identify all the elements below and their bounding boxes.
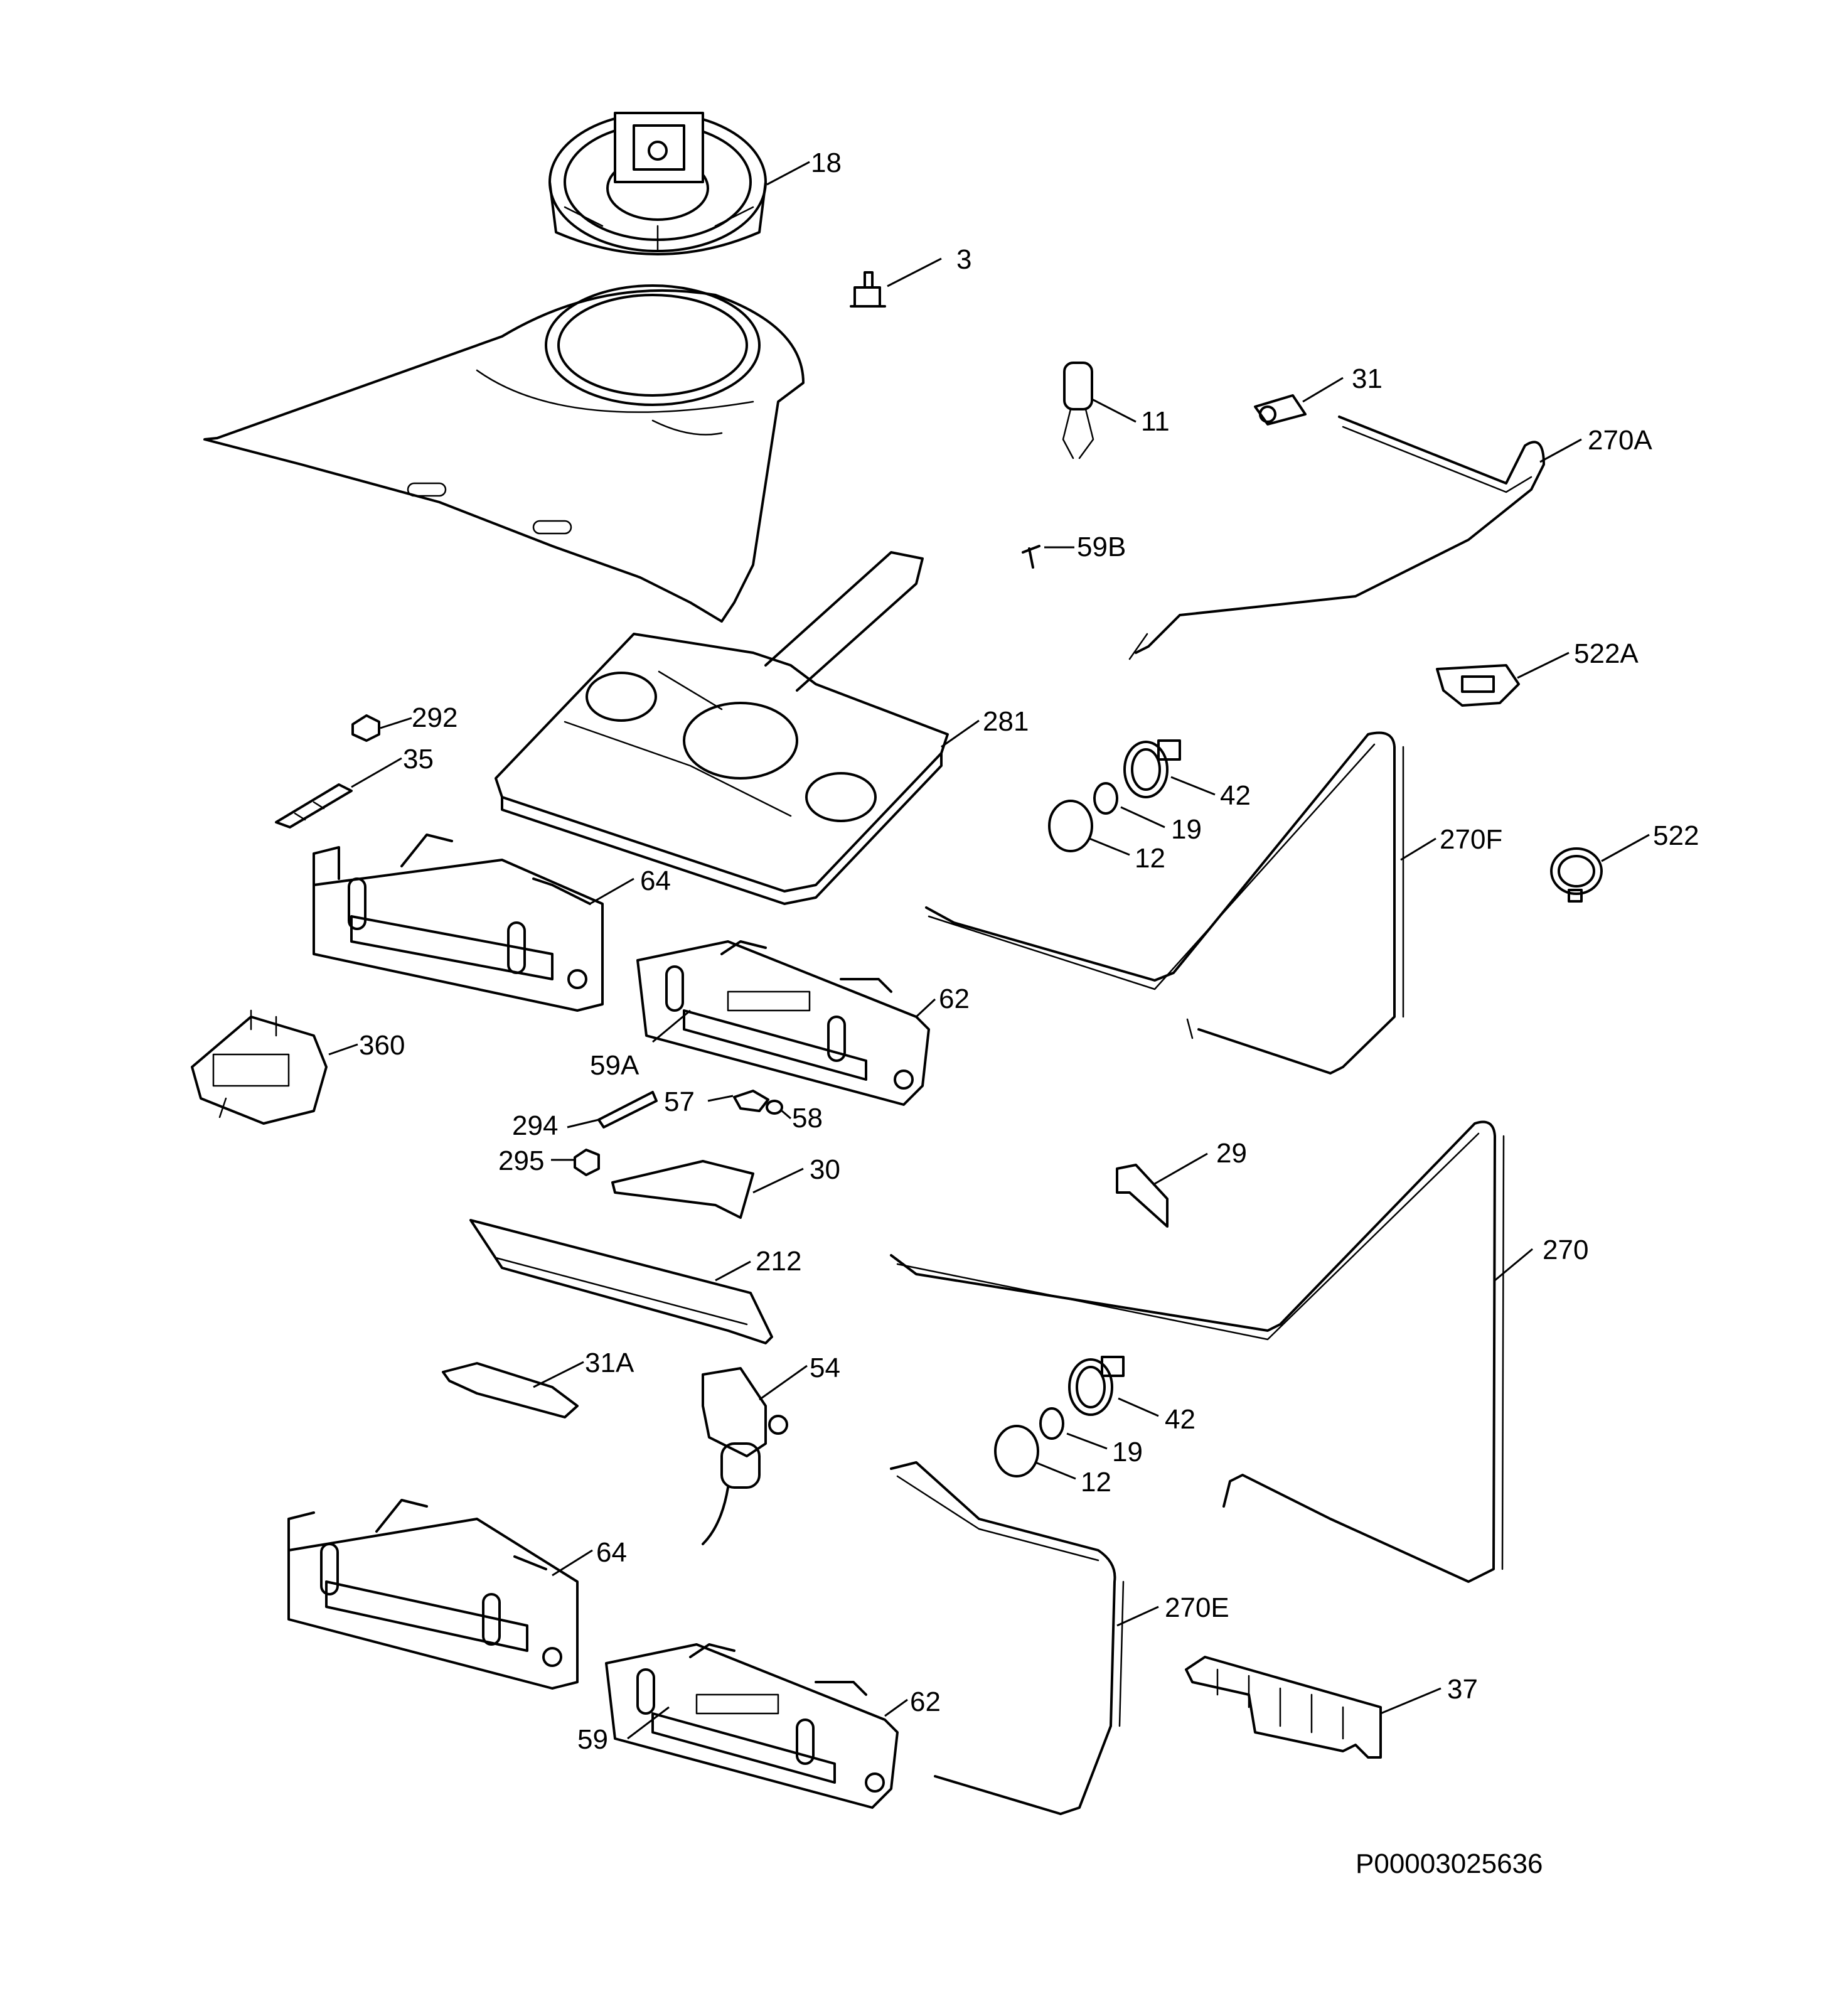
callout-294: 294 [512,1110,558,1141]
part-295-nut [574,1149,600,1176]
callout-212: 212 [756,1246,801,1277]
callout-12-upper: 12 [1135,843,1165,874]
callout-270: 270 [1543,1235,1588,1265]
callout-270A: 270A [1588,425,1652,456]
callout-522A: 522A [1574,638,1639,669]
callout-42-lower: 42 [1165,1404,1195,1435]
fan-cover-plate [203,284,805,623]
part-3-thermostat [850,271,886,308]
part-31-gas-connector [1254,394,1307,426]
callout-29: 29 [1216,1138,1247,1169]
part-30-bracket-plate [611,1160,754,1219]
part-522-clamp [1550,847,1603,903]
part-62-burner-lower [605,1643,899,1809]
callout-58: 58 [792,1103,823,1134]
part-270-gas-pipe [890,1120,1496,1583]
part-37-terminal-block [1185,1656,1382,1759]
part-62-burner-upper [636,940,930,1106]
callout-295: 295 [498,1145,544,1176]
part-31A-bracket [442,1362,579,1418]
callout-64-lower: 64 [596,1537,627,1568]
part-59B-screw [1022,545,1040,569]
part-11-capacitor [1062,362,1094,459]
part-42-lamp-holder-lower [1068,1356,1125,1416]
part-522A-clip [1436,664,1520,707]
callout-292: 292 [412,702,457,733]
part-57-clip [733,1090,769,1112]
part-294-electrode [597,1091,658,1129]
part-35-probe [275,783,353,828]
part-270A-gas-pipe [1135,416,1545,654]
callout-35: 35 [403,744,434,775]
part-64-burner-box-upper [313,834,604,1012]
part-19-bulb-lower [1039,1407,1064,1440]
part-12-lamp-cover-upper [1048,800,1093,852]
callout-57: 57 [664,1086,695,1117]
callout-37: 37 [1447,1674,1478,1705]
part-360-control-module [191,1009,328,1125]
callout-59: 59 [577,1724,608,1755]
callout-64-upper: 64 [640,866,671,896]
part-42-lamp-holder-upper [1123,739,1181,798]
callout-3: 3 [956,244,971,275]
callout-54: 54 [810,1353,840,1383]
part-281-burner-tray [495,551,949,905]
part-54-valve [702,1367,788,1545]
callout-42-upper: 42 [1220,780,1251,811]
callout-360: 360 [359,1030,405,1061]
document-id: P00003025636 [1356,1848,1543,1879]
callout-59A: 59A [590,1050,639,1081]
part-64-burner-box-lower [287,1499,579,1690]
callout-19-lower: 19 [1112,1437,1143,1467]
callout-62-lower: 62 [910,1686,941,1717]
callout-12-lower: 12 [1081,1467,1111,1498]
callout-62-upper: 62 [939,984,970,1014]
callout-11: 11 [1141,406,1170,437]
part-58-ring [766,1100,783,1115]
callout-19-upper: 19 [1171,814,1202,845]
callout-270E: 270E [1165,1592,1229,1623]
part-270E-gas-pipe [890,1461,1116,1815]
callout-31A: 31A [585,1348,634,1378]
callout-30: 30 [810,1154,840,1185]
callout-31: 31 [1352,363,1383,394]
part-18-fan-motor [548,112,767,255]
part-12-lamp-cover-lower [994,1425,1039,1477]
part-270F-gas-pipe [925,731,1396,1075]
callout-59B: 59B [1077,532,1126,562]
part-19-bulb-upper [1093,782,1118,815]
callout-18: 18 [811,147,842,178]
part-292-nut [351,714,380,742]
callout-522: 522 [1653,820,1699,851]
callout-270F: 270F [1440,824,1502,855]
callout-281: 281 [983,706,1029,737]
part-212-panel [469,1219,773,1344]
part-29-bracket [1116,1164,1169,1228]
